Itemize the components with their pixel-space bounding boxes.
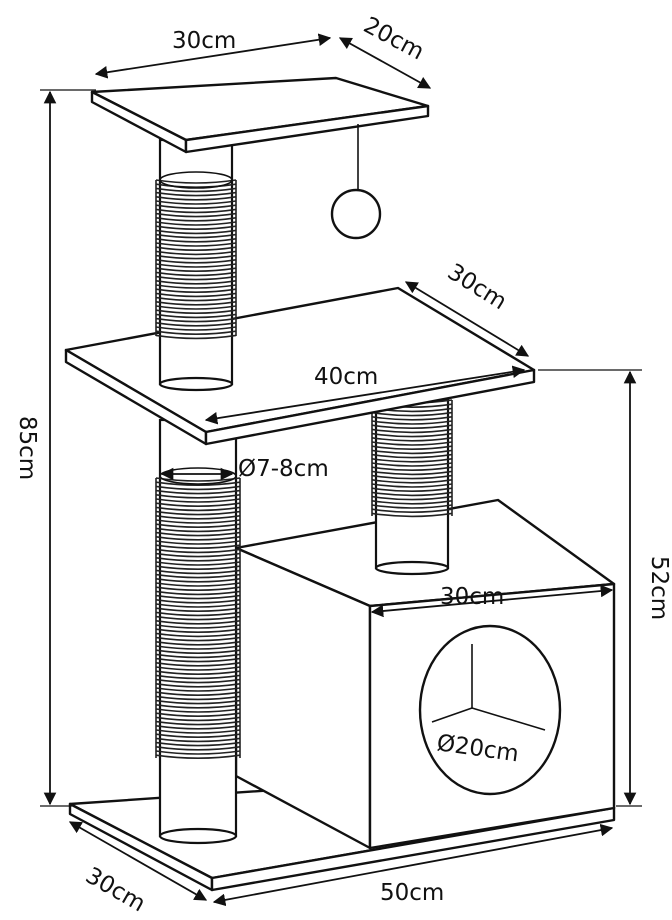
label-mid-width: 40cm [314,364,378,390]
dim-post-diameter: Ø7-8cm [160,456,329,482]
label-mid-depth: 30cm [443,259,511,315]
label-top-depth: 20cm [359,12,428,65]
dim-top-depth: 20cm [338,12,432,89]
label-post-diameter: Ø7-8cm [238,456,329,482]
main-post-lower [155,418,241,845]
main-post-upper [155,138,237,392]
main-post-lower-rope [155,477,241,759]
dim-base-width: 50cm [212,823,614,907]
dim-total-height: 85cm [14,89,96,807]
dim-top-width: 30cm [94,28,332,79]
dim-box-height: 52cm [538,369,672,807]
middle-platform [64,286,536,446]
dim-box-width: 30cm [370,584,614,618]
label-base-depth: 30cm [81,863,150,918]
label-base-width: 50cm [380,880,444,906]
dim-mid-width: 40cm [204,364,526,425]
label-top-width: 30cm [172,28,236,54]
top-platform [90,76,430,154]
main-post-upper-rope [155,179,237,340]
label-box-width: 30cm [440,584,504,610]
hanging-ball-toy [330,124,382,240]
label-box-height: 52cm [646,556,672,620]
rear-post [371,398,453,576]
label-total-height: 85cm [14,416,40,480]
house-hole [418,624,562,796]
